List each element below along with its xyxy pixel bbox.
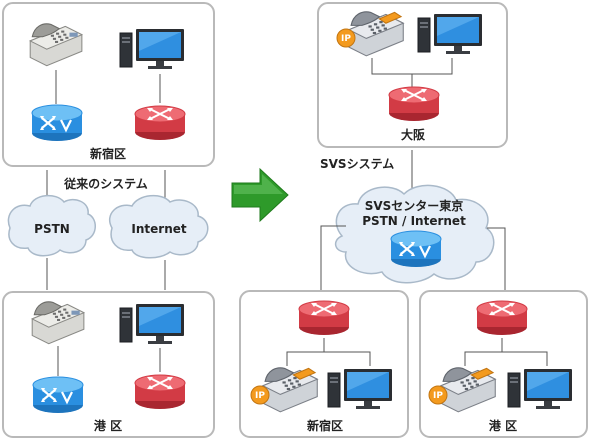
shinjuku-old-label: 新宿区: [90, 146, 126, 161]
router-icon: [134, 105, 186, 141]
router-icon: [134, 374, 186, 410]
osaka-label: 大阪: [401, 127, 426, 142]
svg-text:IP: IP: [341, 34, 351, 44]
network-switch-icon: [31, 376, 85, 414]
pstn-label: PSTN: [34, 222, 70, 236]
right-arrow-icon: [231, 167, 289, 223]
router-icon: [388, 86, 440, 122]
internet-cloud: [109, 194, 209, 259]
svg-text:IP: IP: [433, 391, 443, 401]
shinjuku-old-panel: [2, 2, 215, 167]
pstn-cloud: [7, 194, 96, 257]
ip-badge: IP: [428, 385, 448, 405]
svs-center-network-label: PSTN / Internet: [362, 214, 466, 228]
router-icon: [298, 300, 350, 336]
network-switch-icon: [389, 230, 443, 268]
conventional-system-label: 従来のシステム: [63, 176, 148, 191]
svs-center-label: SVSセンター東京: [365, 198, 464, 213]
minato-old-label: 港 区: [94, 418, 122, 433]
svg-text:IP: IP: [255, 391, 265, 401]
router-icon: [476, 300, 528, 336]
network-switch-icon: [30, 104, 84, 142]
ip-badge: IP: [336, 28, 356, 48]
internet-label: Internet: [131, 222, 186, 236]
shinjuku-new-label: 新宿区: [307, 418, 343, 433]
svs-system-label: SVSシステム: [320, 157, 394, 171]
ip-badge: IP: [250, 385, 270, 405]
minato-new-label: 港 区: [489, 418, 517, 433]
